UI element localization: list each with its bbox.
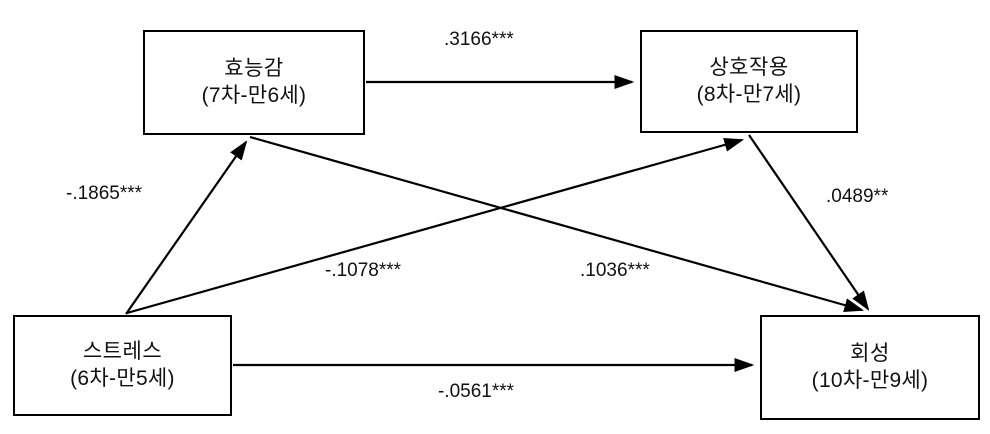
node-stress-subtitle: (6차-만5세) [70, 366, 175, 390]
edge-label-efficacy-interaction: .3166*** [444, 29, 514, 50]
node-stress-title: 스트레스 [82, 340, 163, 364]
node-interaction-subtitle: (8차-만7세) [696, 82, 802, 106]
node-efficacy[interactable]: 효능감 (7차-만6세) [143, 30, 365, 135]
node-stress[interactable]: 스트레스 (6차-만5세) [13, 315, 232, 416]
edge-stress-efficacy [125, 140, 248, 315]
node-efficacy-title: 효능감 [224, 57, 284, 81]
edge-label-interaction-resilience: .0489** [826, 186, 889, 207]
node-interaction-title: 상호작용 [709, 56, 789, 80]
edge-label-efficacy-resilience: -.1078*** [325, 260, 402, 281]
edge-stress-interaction [126, 137, 745, 315]
node-interaction[interactable]: 상호작용 (8차-만7세) [640, 30, 858, 133]
edge-label-stress-efficacy: -.1865*** [66, 183, 143, 204]
node-resilience[interactable]: 회성 (10차-만9세) [760, 315, 980, 420]
node-resilience-subtitle: (10차-만9세) [811, 368, 929, 392]
node-efficacy-subtitle: (7차-만6세) [201, 83, 307, 107]
node-resilience-title: 회성 [850, 342, 890, 366]
edge-efficacy-resilience [249, 135, 865, 312]
edge-label-stress-resilience: -.0561*** [438, 381, 515, 402]
edge-interaction-resilience [748, 134, 870, 311]
edge-label-stress-interaction: .1036*** [580, 260, 650, 281]
